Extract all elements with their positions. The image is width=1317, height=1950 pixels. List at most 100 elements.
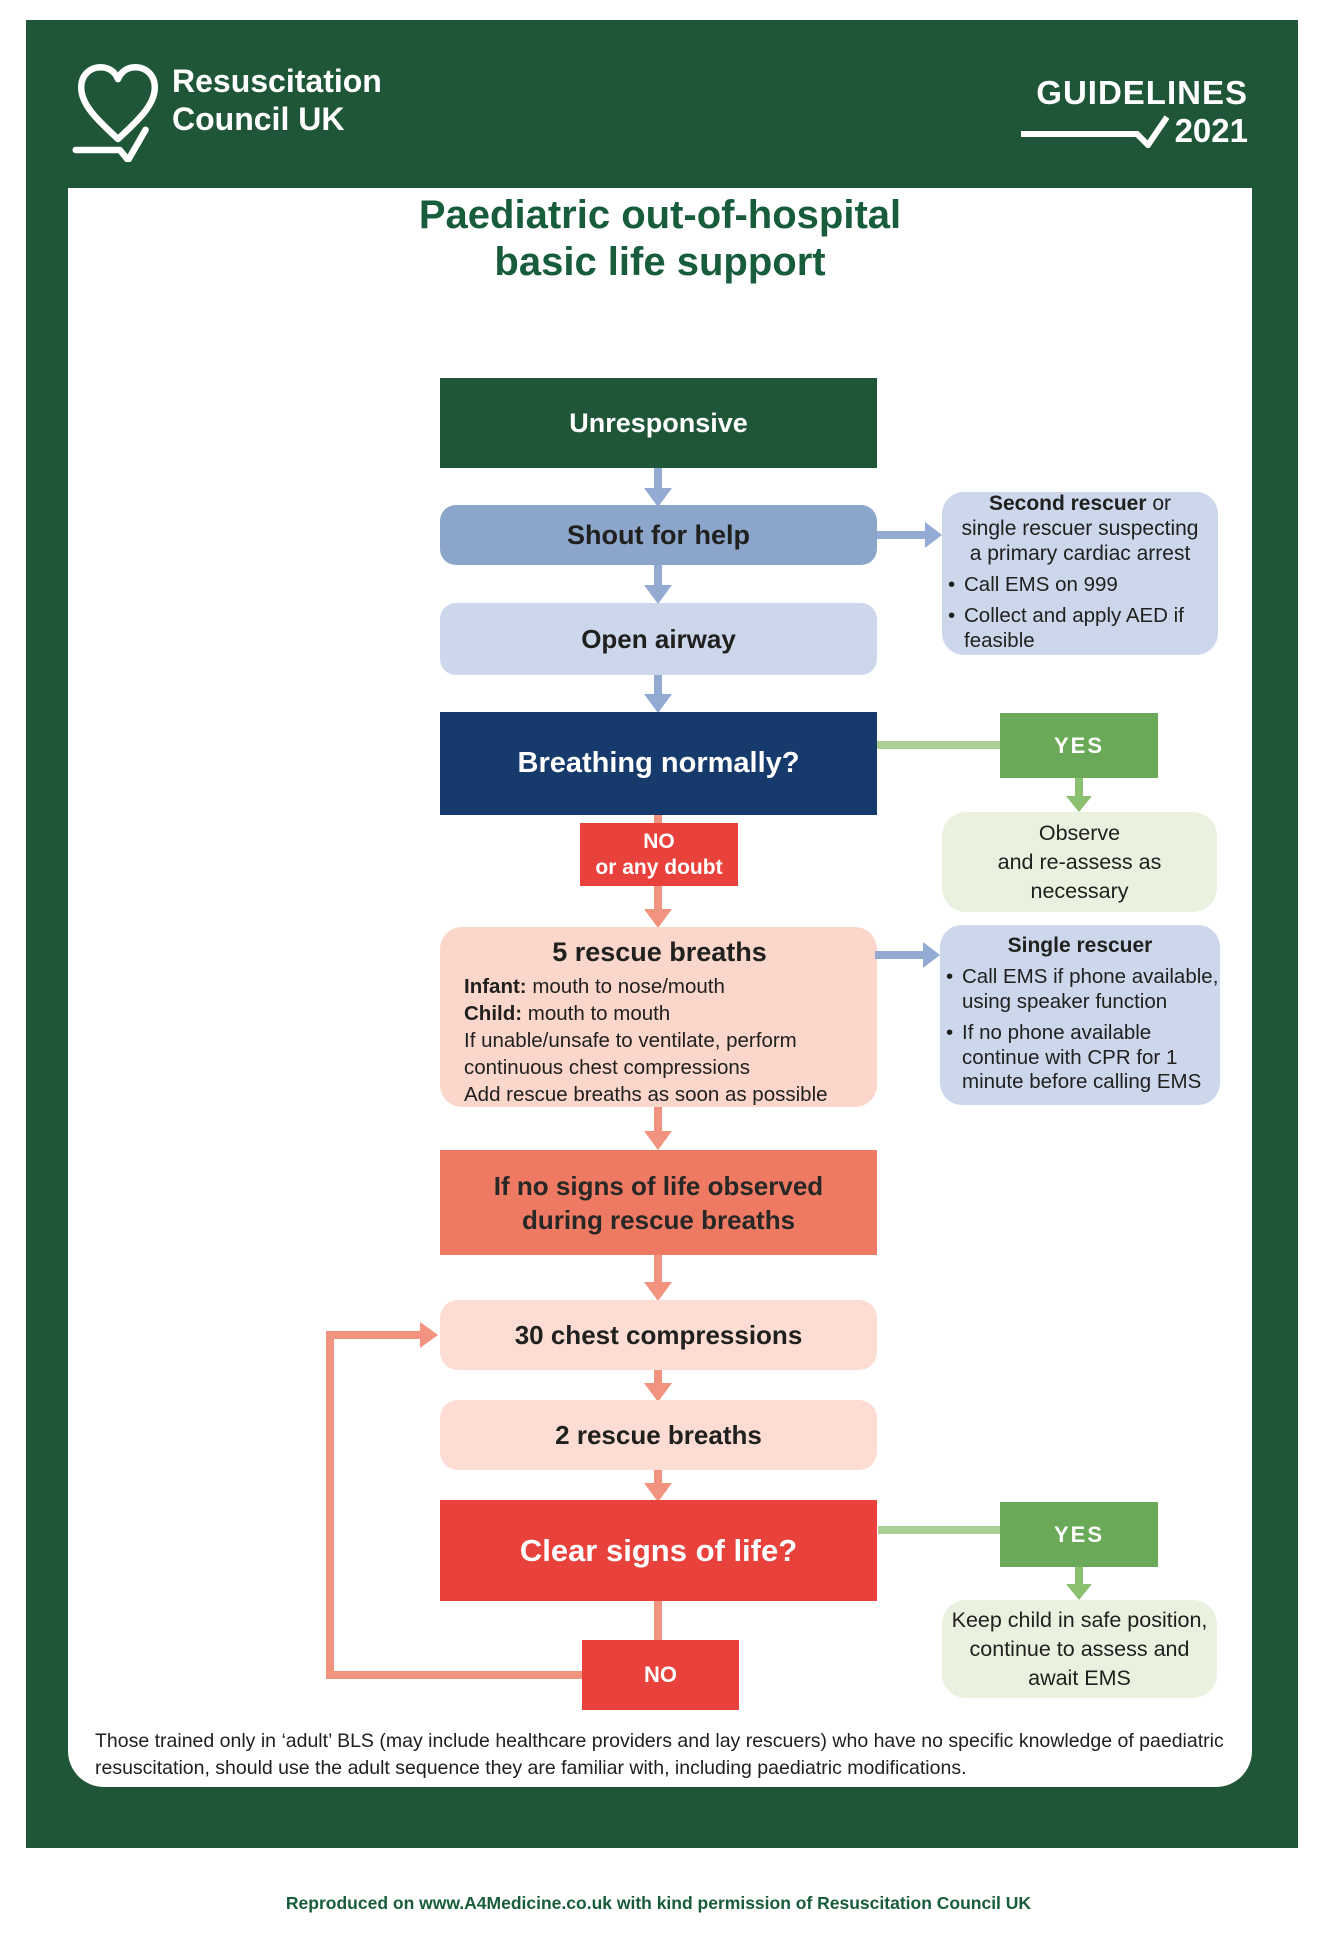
- arrow-down-icon: [644, 488, 672, 507]
- arrow-down-icon: [644, 1383, 672, 1402]
- node-unresponsive-label: Unresponsive: [569, 407, 748, 438]
- arrow-down-icon: [644, 909, 672, 928]
- label-yes-top: YES: [1000, 713, 1158, 778]
- single-rescuer-bullet: Call EMS if phone available, using speak…: [942, 965, 1222, 1014]
- connector-yes-line: [878, 1526, 1000, 1534]
- no-doubt-line2: or any doubt: [595, 855, 723, 879]
- arrow-down-icon: [654, 1255, 662, 1282]
- arrow-right-icon: [877, 531, 925, 539]
- node-shout-for-help: Shout for help: [440, 505, 877, 565]
- arrow-down-icon: [644, 585, 672, 604]
- guidelines-check-icon: [1020, 115, 1169, 148]
- keep-line: await EMS: [1028, 1665, 1131, 1690]
- node-no-signs-of-life: If no signs of life observed during resc…: [440, 1150, 877, 1255]
- single-rescuer-heading: Single rescuer: [1007, 934, 1153, 957]
- rescue5-title: 5 rescue breaths: [552, 937, 767, 967]
- rescue5-infant: Infant: mouth to nose/mouth: [462, 973, 857, 1000]
- second-rescuer-line3: a primary cardiac arrest: [969, 541, 1191, 565]
- node-open-airway: Open airway: [440, 603, 877, 675]
- node-shout-label: Shout for help: [567, 519, 750, 550]
- arrow-right-icon: [875, 951, 923, 959]
- rescue5-child-text: mouth to mouth: [522, 1002, 671, 1025]
- observe-line: and re-assess as: [997, 849, 1162, 874]
- page-title-line1: Paediatric out-of-hospital: [418, 193, 902, 237]
- arrow-down-icon: [644, 1483, 672, 1502]
- brand-line2: Council UK: [172, 101, 345, 137]
- note-observe: Observe and re-assess as necessary: [942, 812, 1217, 912]
- arrow-right-icon: [925, 522, 942, 548]
- rescue5-line4: Add rescue breaths as soon as possible: [464, 1083, 828, 1106]
- arrow-down-icon: [644, 694, 672, 713]
- arrow-right-icon: [923, 942, 940, 968]
- note-keep-child: Keep child in safe position, continue to…: [942, 1600, 1217, 1698]
- second-rescuer-bold: Second rescuer: [988, 491, 1147, 515]
- chest30-label: 30 chest compressions: [514, 1319, 803, 1350]
- heart-checkmark-icon: [72, 64, 159, 162]
- second-rescuer-rest: or: [1146, 491, 1172, 515]
- rescue5-child: Child: mouth to mouth: [462, 1000, 857, 1027]
- arrow-down-icon: [1075, 1567, 1083, 1584]
- brand-name: Resuscitation Council UK: [172, 62, 382, 138]
- arrow-down-icon: [654, 565, 662, 585]
- arrow-right-icon: [420, 1322, 438, 1348]
- arrow-down-icon: [654, 1107, 662, 1131]
- no-label: NO: [644, 1662, 677, 1687]
- second-rescuer-line2: single rescuer suspecting: [961, 516, 1199, 540]
- arrow-down-icon: [654, 1470, 662, 1483]
- arrow-down-icon: [644, 1282, 672, 1301]
- credit-line: Reproduced on www.A4Medicine.co.uk with …: [285, 1893, 1032, 1913]
- connector-no-line: [654, 815, 662, 824]
- observe-line: necessary: [1030, 878, 1129, 903]
- page-title-line2: basic life support: [494, 240, 826, 284]
- yes-top-label: YES: [1053, 732, 1105, 758]
- second-rescuer-bullet: Collect and apply AED if feasible: [944, 604, 1220, 653]
- rescue5-child-label: Child:: [464, 1002, 523, 1025]
- arrow-down-icon: [654, 886, 662, 909]
- clear-signs-label: Clear signs of life?: [519, 1532, 798, 1568]
- loop-line-bottom: [326, 1671, 582, 1679]
- node-clear-signs-of-life: Clear signs of life?: [440, 1500, 877, 1601]
- arrow-down-icon: [654, 675, 662, 694]
- connector-yes-line: [877, 741, 1000, 749]
- arrow-down-icon: [654, 468, 662, 488]
- arrow-down-icon: [654, 1370, 662, 1383]
- node-breathing-normally: Breathing normally?: [440, 712, 877, 815]
- arrow-down-icon: [1075, 778, 1083, 796]
- no-signs-line2: during rescue breaths: [521, 1204, 796, 1235]
- node-unresponsive: Unresponsive: [440, 378, 877, 468]
- arrow-down-icon: [1066, 796, 1092, 812]
- keep-line: Keep child in safe position,: [951, 1607, 1208, 1632]
- no-signs-line1: If no signs of life observed: [493, 1170, 824, 1201]
- no-doubt-line1: NO: [643, 829, 675, 853]
- node-5-rescue-breaths: 5 rescue breaths Infant: mouth to nose/m…: [440, 927, 877, 1107]
- note-second-rescuer: Second rescuer or single rescuer suspect…: [942, 492, 1218, 655]
- rescue5-infant-text: mouth to nose/mouth: [526, 975, 725, 998]
- single-rescuer-bullet: If no phone available continue with CPR …: [942, 1021, 1222, 1095]
- loop-line-vertical: [326, 1331, 334, 1679]
- keep-line: continue to assess and: [969, 1636, 1190, 1661]
- connector-no-line: [654, 1601, 662, 1640]
- rescue5-infant-label: Infant:: [464, 975, 527, 998]
- label-yes-bottom: YES: [1000, 1502, 1158, 1567]
- node-30-chest-compressions: 30 chest compressions: [440, 1300, 877, 1370]
- arrow-down-icon: [644, 1131, 672, 1150]
- node-open-airway-label: Open airway: [581, 623, 736, 654]
- label-no: NO: [582, 1640, 739, 1710]
- note-single-rescuer: Single rescuer Call EMS if phone availab…: [940, 925, 1220, 1105]
- loop-line-top: [326, 1331, 420, 1339]
- label-no-or-any-doubt: NO or any doubt: [580, 823, 738, 886]
- footnote: Those trained only in ‘adult’ BLS (may i…: [95, 1730, 1224, 1779]
- yes-bottom-label: YES: [1053, 1521, 1105, 1547]
- node-2-rescue-breaths: 2 rescue breaths: [440, 1400, 877, 1470]
- rescue5-line3: If unable/unsafe to ventilate, perform c…: [464, 1029, 797, 1079]
- rescue2-label: 2 rescue breaths: [555, 1419, 762, 1450]
- guidelines-badge: GUIDELINES 2021: [1019, 74, 1248, 150]
- page-title: Paediatric out-of-hospital basic life su…: [68, 192, 1252, 286]
- brand-line1: Resuscitation: [172, 63, 382, 99]
- guidelines-year: 2021: [1174, 112, 1248, 149]
- second-rescuer-bullet: Call EMS on 999: [944, 573, 1220, 598]
- second-rescuer-heading: Second rescuer or: [989, 491, 1171, 516]
- node-breathing-label: Breathing normally?: [517, 747, 800, 779]
- observe-line: Observe: [1038, 820, 1121, 845]
